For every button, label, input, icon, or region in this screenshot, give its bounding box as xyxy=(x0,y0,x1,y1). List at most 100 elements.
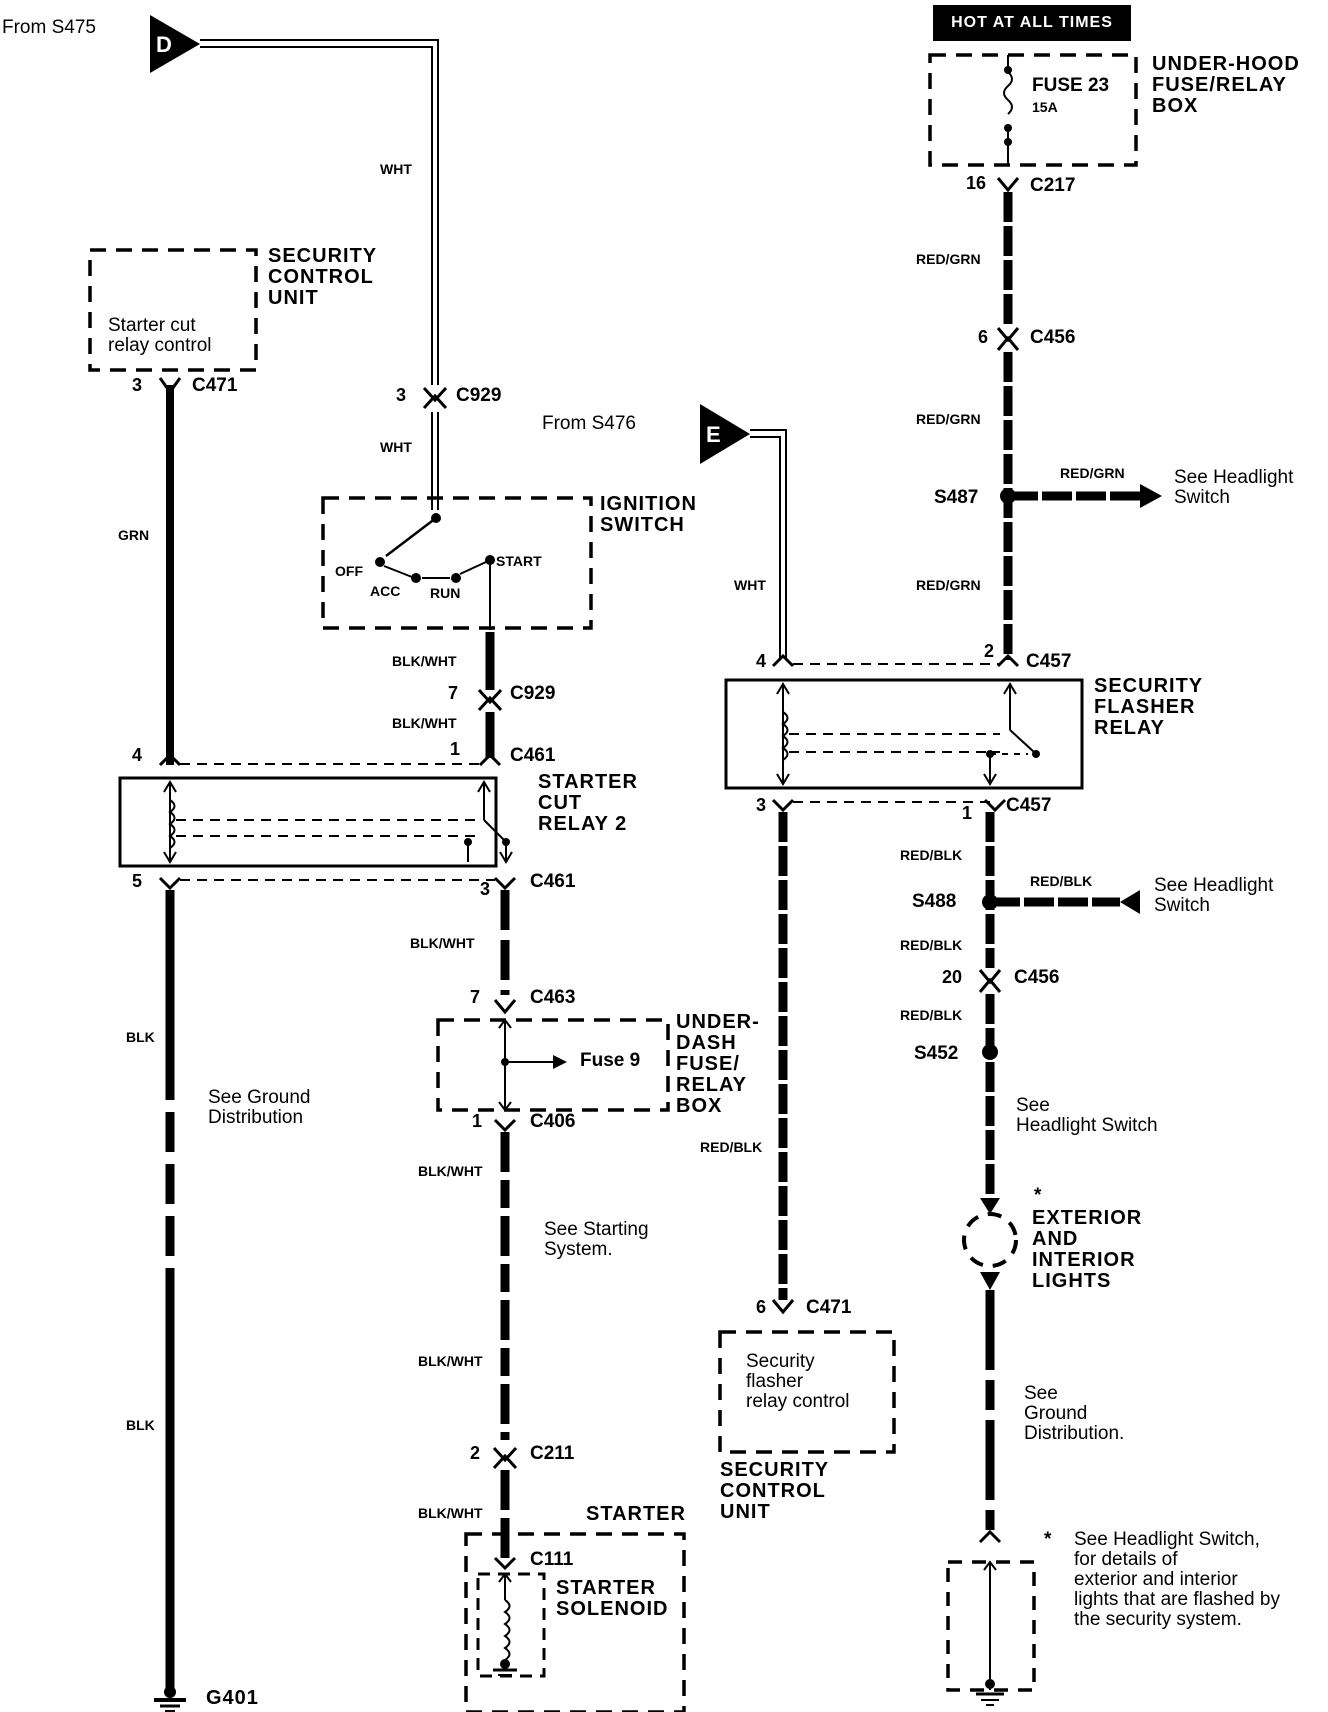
lights-asterisk: * xyxy=(1034,1185,1042,1206)
connector-e-triangle xyxy=(700,404,750,464)
fuse-23-label: FUSE 23 xyxy=(1032,75,1110,96)
hot-at-all-times: HOT AT ALL TIMES xyxy=(933,5,1131,41)
ignition-switch-box xyxy=(321,496,593,630)
under-hood-box xyxy=(928,53,1138,167)
conn-c471-bottom: C471 xyxy=(806,1297,852,1318)
ground-g401: G401 xyxy=(206,1687,259,1709)
lights-title: EXTERIOR AND INTERIOR LIGHTS xyxy=(1032,1207,1143,1292)
security-control-unit-top-title: SECURITY CONTROL UNIT xyxy=(268,245,378,309)
ign-pos-start: START xyxy=(496,553,542,569)
pin-4-c457: 4 xyxy=(756,651,767,671)
security-flasher-relay-control: Security flasher relay control xyxy=(746,1351,850,1412)
starter-title: STARTER xyxy=(586,1503,686,1525)
conn-c461-bottom: C461 xyxy=(530,871,576,892)
wire-red-grn-4: RED/GRN xyxy=(916,577,981,593)
pin-7-c463: 7 xyxy=(470,987,481,1007)
fuse-23-rating: 15A xyxy=(1032,99,1058,115)
conn-c461-top: C461 xyxy=(510,745,556,766)
wire-grn: GRN xyxy=(118,527,150,543)
footnote-text: See Headlight Switch, for details of ext… xyxy=(1074,1529,1280,1630)
wire-red-blk-4: RED/BLK xyxy=(900,937,963,953)
wire-blk-1: BLK xyxy=(126,1029,155,1045)
pin-6-c471: 6 xyxy=(756,1297,767,1317)
ref-headlight-switch-2: See Headlight Switch xyxy=(1154,875,1274,916)
conn-c111: C111 xyxy=(530,1549,574,1570)
under-dash-box xyxy=(436,1018,670,1112)
ref-headlight-switch-1: See Headlight Switch xyxy=(1174,467,1294,508)
lights-ground-box xyxy=(946,1560,1036,1692)
conn-c929-top: C929 xyxy=(456,385,502,406)
ignition-switch-title: IGNITION SWITCH xyxy=(600,493,697,536)
splice-s488: S488 xyxy=(912,891,957,912)
pin-1-c406: 1 xyxy=(472,1111,483,1131)
conn-c457-bottom: C457 xyxy=(1006,795,1052,816)
pin-6-c456: 6 xyxy=(978,327,989,347)
connector-e-label: E xyxy=(706,422,721,447)
starter-box xyxy=(464,1532,686,1712)
wire-red-blk-5: RED/BLK xyxy=(900,1007,963,1023)
pin-3-c461: 3 xyxy=(480,879,491,899)
wire-blk-2: BLK xyxy=(126,1417,155,1433)
ign-pos-acc: ACC xyxy=(370,583,401,599)
security-control-unit-bottom-title: SECURITY CONTROL UNIT xyxy=(720,1459,830,1523)
pin-4-c461: 4 xyxy=(132,745,143,765)
from-s476: From S476 xyxy=(542,413,636,434)
security-flasher-relay-title: SECURITY FLASHER RELAY xyxy=(1094,675,1204,739)
ref-starting-system: See Starting System. xyxy=(544,1219,649,1260)
connector-d-label: D xyxy=(156,32,172,57)
splice-s487: S487 xyxy=(934,487,979,508)
wire-blk-wht-4: BLK/WHT xyxy=(418,1163,483,1179)
starter-solenoid-box xyxy=(476,1572,546,1678)
wire-blk-wht-2: BLK/WHT xyxy=(392,715,457,731)
pin-5-c461: 5 xyxy=(132,871,143,891)
wire-red-blk-1: RED/BLK xyxy=(700,1139,763,1155)
ref-headlight-switch-3: See Headlight Switch xyxy=(1016,1095,1158,1136)
pin-20-c456: 20 xyxy=(942,967,963,987)
security-flasher-relay-box xyxy=(724,678,1084,790)
wire-blk-wht-1: BLK/WHT xyxy=(392,653,457,669)
wire-wht-1: WHT xyxy=(380,161,412,177)
footnote-star: * xyxy=(1044,1529,1052,1550)
pin-16-c217: 16 xyxy=(966,173,987,193)
wire-red-grn-1: RED/GRN xyxy=(916,251,981,267)
wire-wht-2: WHT xyxy=(380,439,412,455)
wire-red-blk-2: RED/BLK xyxy=(900,847,963,863)
pin-2-c211: 2 xyxy=(470,1443,481,1463)
ign-pos-off: OFF xyxy=(335,563,363,579)
wire-red-blk-3: RED/BLK xyxy=(1030,873,1093,889)
ign-pos-run: RUN xyxy=(430,585,461,601)
starter-solenoid-title: STARTER SOLENOID xyxy=(556,1577,669,1620)
pin-1-c461: 1 xyxy=(450,739,461,759)
starter-cut-relay-box xyxy=(118,776,498,868)
under-hood-box-title: UNDER-HOOD FUSE/RELAY BOX xyxy=(1152,53,1300,117)
pin-7-c929: 7 xyxy=(448,683,459,703)
pin-3-c929: 3 xyxy=(396,385,407,405)
pin-3-c457: 3 xyxy=(756,795,767,815)
conn-c456-top: C456 xyxy=(1030,327,1076,348)
starter-cut-relay-title: STARTER CUT RELAY 2 xyxy=(538,771,638,835)
splice-s452: S452 xyxy=(914,1043,959,1064)
pin-3-c471: 3 xyxy=(132,375,143,395)
security-control-unit-top-box xyxy=(88,248,258,372)
conn-c406: C406 xyxy=(530,1111,576,1132)
security-control-unit-bottom-box xyxy=(718,1330,896,1454)
ref-ground-distribution-2: See Ground Distribution. xyxy=(1024,1383,1125,1444)
pin-2-c457: 2 xyxy=(984,641,995,661)
under-dash-box-title: UNDER- DASH FUSE/ RELAY BOX xyxy=(676,1011,760,1117)
conn-c471-top: C471 xyxy=(192,375,238,396)
pin-1-c457: 1 xyxy=(962,803,973,823)
wire-red-grn-2: RED/GRN xyxy=(916,411,981,427)
conn-c217: C217 xyxy=(1030,175,1076,196)
starter-cut-relay-control: Starter cut relay control xyxy=(108,315,212,356)
wire-blk-wht-3: BLK/WHT xyxy=(410,935,475,951)
ref-ground-distribution-1: See Ground Distribution xyxy=(208,1087,311,1128)
connector-d-triangle xyxy=(150,15,200,73)
wire-red-grn-3: RED/GRN xyxy=(1060,465,1125,481)
conn-c463: C463 xyxy=(530,987,576,1008)
wire-blk-wht-5: BLK/WHT xyxy=(418,1353,483,1369)
conn-c456-bottom: C456 xyxy=(1014,967,1060,988)
conn-c929-bottom: C929 xyxy=(510,683,556,704)
from-s475: From S475 xyxy=(2,17,96,38)
